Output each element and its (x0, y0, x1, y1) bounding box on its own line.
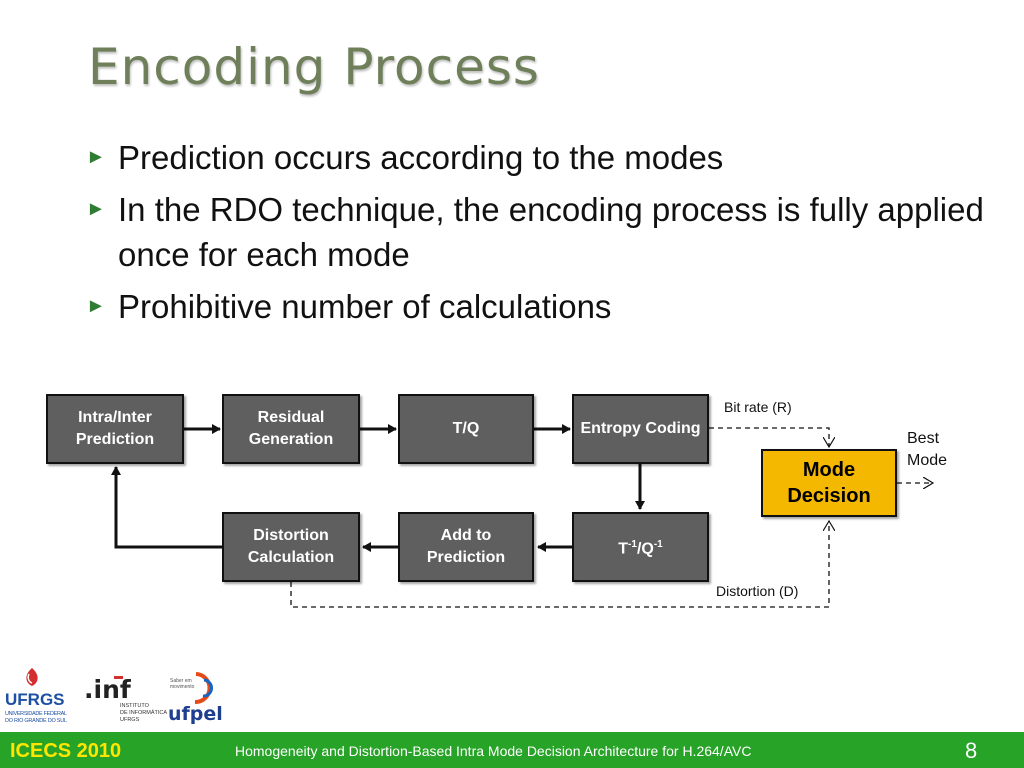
distortion-calculation-box: Distortion Calculation (222, 512, 360, 582)
dashed-bitrate-line (709, 427, 829, 447)
bullet-text: Prohibitive number of calculations (118, 288, 612, 325)
slide-number: 8 (965, 738, 978, 763)
inverse-tq-box: T-1/Q-1 (572, 512, 709, 582)
best-mode-label: Best Mode (907, 430, 948, 469)
svg-text:DE INFORMÁTICA: DE INFORMÁTICA (120, 709, 167, 716)
svg-text:INSTITUTO: INSTITUTO (120, 703, 150, 709)
add-to-prediction-box: Add to Prediction (398, 512, 534, 582)
entropy-coding-box: Entropy Coding (572, 394, 709, 464)
svg-text:UFRGS: UFRGS (120, 717, 140, 723)
svg-text:ufpel: ufpel (168, 703, 223, 725)
slide-title: Encoding Process (88, 38, 540, 96)
ufpel-logo: Saber em movimento ufpel (168, 672, 223, 725)
ufrgs-subtext: UNIVERSIDADE FEDERAL (5, 711, 67, 717)
bit-rate-label: Bit rate (R) (724, 399, 792, 415)
distortion-label: Distortion (D) (716, 583, 799, 599)
bullet-item: ► In the RDO technique, the encoding pro… (86, 187, 986, 277)
bullet-arrow-icon: ► (86, 146, 106, 168)
inf-logo: .inf INSTITUTO DE INFORMÁTICA UFRGS (84, 675, 167, 723)
footer-bar: ICECS 2010 Homogeneity and Distortion-Ba… (0, 732, 1024, 768)
bullet-arrow-icon: ► (86, 295, 106, 317)
bullet-arrow-icon: ► (86, 198, 106, 220)
ufrgs-logo: UFRGS UNIVERSIDADE FEDERAL DO RIO GRANDE… (5, 668, 67, 724)
svg-text:Saber em: Saber em (170, 678, 192, 684)
svg-text:movimento: movimento (170, 684, 195, 690)
bullet-item: ► Prediction occurs according to the mod… (86, 135, 986, 180)
residual-generation-box: Residual Generation (222, 394, 360, 464)
ufrgs-text: UFRGS (5, 690, 65, 709)
svg-text:.inf: .inf (84, 675, 132, 704)
institution-logos: UFRGS UNIVERSIDADE FEDERAL DO RIO GRANDE… (0, 660, 240, 732)
intra-inter-prediction-box: Intra/Inter Prediction (46, 394, 184, 464)
bullet-text: Prediction occurs according to the modes (118, 139, 724, 176)
mode-decision-box: Mode Decision (761, 449, 897, 517)
bullet-list: ► Prediction occurs according to the mod… (86, 135, 986, 336)
conference-label: ICECS 2010 (10, 740, 122, 762)
tq-box: T/Q (398, 394, 534, 464)
dashed-distortion-line (290, 521, 829, 608)
arrow-feedback-to-intra (111, 466, 223, 549)
bullet-item: ► Prohibitive number of calculations (86, 284, 986, 329)
presentation-title: Homogeneity and Distortion-Based Intra M… (235, 743, 752, 759)
svg-text:DO RIO GRANDE DO SUL: DO RIO GRANDE DO SUL (5, 718, 67, 724)
bullet-text: In the RDO technique, the encoding proce… (118, 191, 984, 273)
logo-graphics: UFRGS UNIVERSIDADE FEDERAL DO RIO GRANDE… (5, 668, 223, 725)
